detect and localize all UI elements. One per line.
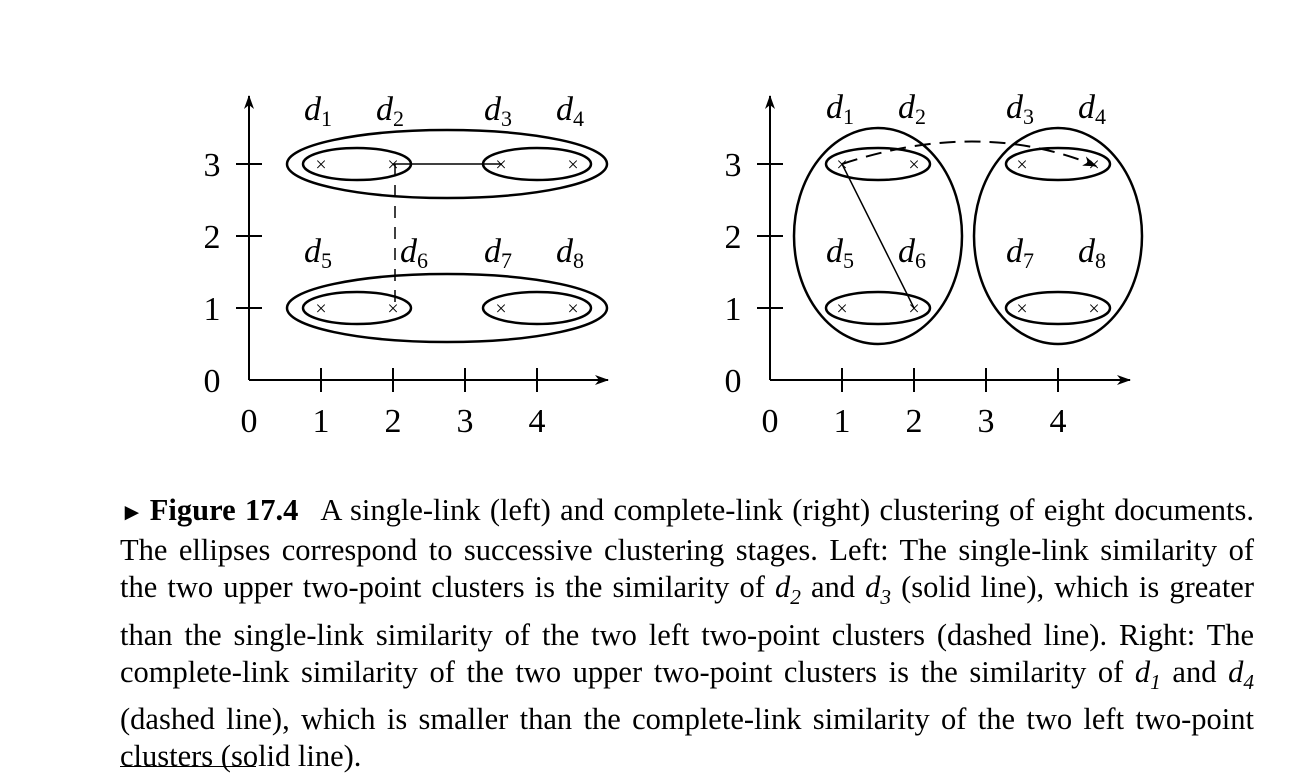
left-x-label-1: 1 bbox=[313, 403, 330, 440]
left-label-d5: d5 bbox=[304, 233, 332, 273]
left-point-d2: × bbox=[387, 154, 398, 176]
right-point-d1: × bbox=[836, 154, 847, 176]
right-label-d7: d7 bbox=[1006, 233, 1034, 273]
caption-d1: d1 bbox=[1134, 654, 1161, 694]
right-point-d4: × bbox=[1088, 154, 1099, 176]
left-cluster-top-merged bbox=[285, 128, 609, 200]
left-cluster-bottom-merged bbox=[285, 272, 609, 344]
right-label-d8: d8 bbox=[1078, 233, 1106, 273]
left-axes bbox=[236, 95, 609, 392]
left-cluster-d7-d8 bbox=[481, 290, 593, 326]
left-point-d8: × bbox=[567, 298, 578, 320]
right-point-d2: × bbox=[908, 154, 919, 176]
right-x-label-0: 0 bbox=[762, 403, 779, 440]
footnote-rule bbox=[120, 766, 256, 767]
figure-number: Figure 17.4 bbox=[149, 493, 299, 527]
caption-text-3: (solid line), which is greater than the … bbox=[120, 570, 1254, 689]
right-solid-link-d1-d6 bbox=[841, 163, 915, 309]
right-label-d3: d3 bbox=[1006, 89, 1034, 129]
left-label-d7: d7 bbox=[484, 233, 512, 273]
left-label-d8: d8 bbox=[556, 233, 584, 273]
right-cluster-ellipses bbox=[792, 126, 1144, 346]
left-point-d6: × bbox=[387, 298, 398, 320]
right-x-label-1: 1 bbox=[834, 403, 851, 440]
left-point-d7: × bbox=[495, 298, 506, 320]
right-dashed-link-d1-d4 bbox=[841, 140, 1097, 167]
right-y-label-0: 0 bbox=[725, 363, 742, 400]
left-y-label-1: 1 bbox=[204, 291, 221, 328]
caption-d3: d3 bbox=[865, 570, 892, 610]
left-label-d6: d6 bbox=[400, 233, 428, 273]
right-cluster-left-merged bbox=[792, 126, 964, 346]
right-cluster-d5-d6 bbox=[824, 290, 932, 326]
right-cluster-d1-d2 bbox=[824, 146, 932, 182]
figure-canvas: 3 2 1 0 0 1 2 3 4 d1 d2 d3 d4 d5 d6 d7 d… bbox=[204, 89, 1144, 440]
right-point-d6: × bbox=[908, 298, 919, 320]
left-label-d4: d4 bbox=[556, 91, 584, 131]
left-cluster-d5-d6 bbox=[301, 290, 413, 326]
right-x-label-3: 3 bbox=[978, 403, 995, 440]
caption-d4: d4 bbox=[1228, 654, 1254, 694]
left-point-d1: × bbox=[315, 154, 326, 176]
caption-d2: d2 bbox=[774, 570, 801, 610]
left-label-d3: d3 bbox=[484, 91, 512, 131]
right-point-d7: × bbox=[1016, 298, 1027, 320]
right-y-label-3: 3 bbox=[725, 147, 742, 184]
right-label-d2: d2 bbox=[898, 89, 926, 129]
right-label-d5: d5 bbox=[826, 233, 854, 273]
right-x-label-4: 4 bbox=[1050, 403, 1067, 440]
left-y-label-3: 3 bbox=[204, 147, 221, 184]
caption-text-4: and bbox=[1160, 654, 1229, 689]
left-doc-labels: d1 d2 d3 d4 d5 d6 d7 d8 bbox=[304, 91, 584, 273]
left-label-d1: d1 bbox=[304, 91, 332, 131]
right-cluster-d3-d4 bbox=[1004, 146, 1112, 182]
left-x-label-3: 3 bbox=[457, 403, 474, 440]
left-y-label-2: 2 bbox=[204, 219, 221, 256]
left-x-label-0: 0 bbox=[241, 403, 258, 440]
right-label-d4: d4 bbox=[1078, 89, 1106, 129]
left-y-label-0: 0 bbox=[204, 363, 221, 400]
left-x-label-4: 4 bbox=[529, 403, 546, 440]
caption-text-2: and bbox=[800, 570, 866, 605]
left-x-label-2: 2 bbox=[385, 403, 402, 440]
left-points: × × × × × × × × bbox=[315, 154, 578, 320]
right-point-d8: × bbox=[1088, 298, 1099, 320]
right-axes bbox=[757, 95, 1131, 392]
right-tick-labels: 3 2 1 0 0 1 2 3 4 bbox=[725, 147, 1067, 440]
left-tick-labels: 3 2 1 0 0 1 2 3 4 bbox=[204, 147, 546, 440]
right-y-label-2: 2 bbox=[725, 219, 742, 256]
left-label-d2: d2 bbox=[376, 91, 404, 131]
right-point-d3: × bbox=[1016, 154, 1027, 176]
caption-text-1: A single-link (left) and complete-link (… bbox=[120, 493, 1254, 605]
right-label-d1: d1 bbox=[826, 89, 854, 129]
right-doc-labels: d1 d2 d3 d4 d5 d6 d7 d8 bbox=[826, 89, 1106, 273]
right-x-label-2: 2 bbox=[906, 403, 923, 440]
right-cluster-d7-d8 bbox=[1004, 290, 1112, 326]
caption-text-5: (dashed line), which is smaller than the… bbox=[120, 702, 1254, 774]
left-point-d4: × bbox=[567, 154, 578, 176]
right-panel: 3 2 1 0 0 1 2 3 4 d1 d2 d3 d4 d5 d6 d7 d… bbox=[725, 89, 1144, 440]
left-panel: 3 2 1 0 0 1 2 3 4 d1 d2 d3 d4 d5 d6 d7 d… bbox=[204, 91, 609, 440]
right-cluster-right-merged bbox=[972, 126, 1144, 346]
right-point-d5: × bbox=[836, 298, 847, 320]
left-point-d3: × bbox=[495, 154, 506, 176]
right-y-label-1: 1 bbox=[725, 291, 742, 328]
right-points: × × × × × × × × bbox=[836, 154, 1099, 320]
left-point-d5: × bbox=[315, 298, 326, 320]
right-label-d6: d6 bbox=[898, 233, 926, 273]
caption-marker: ► bbox=[120, 500, 144, 526]
